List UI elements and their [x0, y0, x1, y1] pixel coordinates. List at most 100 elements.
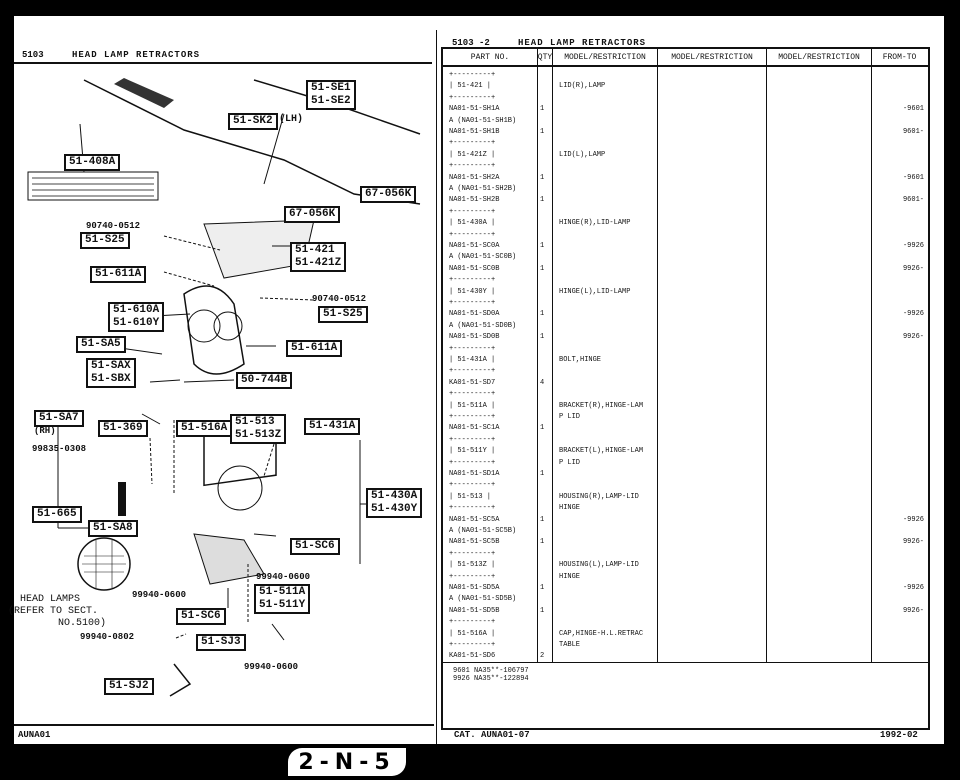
- cell-t: NA01-51-SC5A: [449, 515, 500, 524]
- cell-t: | 51-430A |: [449, 219, 496, 228]
- catalog-sheet: [14, 16, 944, 744]
- cell-qty: 2: [540, 652, 545, 661]
- cell-t: NA01-51-SH1A: [449, 105, 500, 114]
- right-footer-left: CAT. AUNA01-07: [454, 730, 530, 740]
- cell-ft: 9601-: [902, 128, 924, 136]
- cell-desc: HOUSING(R),LAMP-LID: [559, 492, 639, 501]
- cell-desc: LID(L),LAMP: [559, 150, 606, 159]
- housing-ring-left: [187, 309, 221, 343]
- cell-qty: 1: [540, 538, 545, 547]
- callout-99940-0600-b: 99940-0600: [132, 590, 187, 600]
- col-rule: [657, 65, 658, 662]
- cell-desc: HINGE: [559, 504, 581, 513]
- cell-t: A (NA01-51-SH1B): [449, 116, 517, 125]
- left-footer: AUNA01: [18, 730, 51, 740]
- cell-qty: 1: [540, 333, 545, 342]
- cell-t: +---------+: [449, 162, 496, 171]
- exploded-parts-diagram: [27, 78, 421, 697]
- ref-51-SE1-SE2: 51-SE1 51-SE2: [306, 80, 356, 110]
- cell-qty: 1: [540, 470, 545, 478]
- col-from-to: FROM-TO: [882, 52, 917, 62]
- cell-qty: 4: [540, 378, 545, 387]
- col-model-3: MODEL/RESTRICTION: [767, 49, 872, 65]
- left-header-rule: [14, 62, 432, 64]
- cell-t: NA01-51-SH2B: [449, 196, 500, 205]
- cell-qty: 1: [540, 128, 545, 136]
- warning-label-plate: [27, 171, 159, 201]
- cell-desc: HINGE: [559, 572, 581, 581]
- cell-ft: -9926: [902, 242, 924, 250]
- lower-bracket-outline: [169, 663, 192, 697]
- cell-t: +---------+: [449, 299, 496, 307]
- col-rule: [871, 65, 872, 662]
- cell-t: +---------+: [449, 276, 496, 285]
- cell-t: A (NA01-51-SH2B): [449, 185, 517, 193]
- cell-t: NA01-51-SD5A: [449, 584, 500, 592]
- col-rule: [766, 65, 767, 662]
- cell-t: KA01-51-SD7: [449, 378, 496, 387]
- cell-t: +---------+: [449, 207, 496, 216]
- ref-51-513-513Z: 51-513 51-513Z: [230, 414, 287, 444]
- ref-51-SA5: 51-SA5: [76, 336, 126, 353]
- cell-ft: 9926-: [902, 606, 924, 615]
- cell-t: | 51-513 |: [449, 492, 492, 501]
- left-footer-rule: [14, 724, 434, 726]
- cell-t: A (NA01-51-SD5B): [449, 595, 517, 604]
- callout-90740-0512-b: 90740-0512: [312, 294, 367, 304]
- ref-51-SC6-a: 51-SC6: [290, 538, 340, 555]
- cell-desc: P LID: [559, 458, 581, 467]
- cell-t: +---------+: [449, 549, 496, 558]
- ref-51-SAX-SBX: 51-SAX 51-SBX: [86, 358, 136, 388]
- cell-t: +---------+: [449, 641, 496, 649]
- col-model-2: MODEL/RESTRICTION: [658, 49, 767, 65]
- cell-t: A (NA01-51-SD0B): [449, 321, 517, 330]
- parts-table: PART NO. QTY MODEL/RESTRICTION MODEL/RES…: [441, 47, 930, 730]
- right-footer-right: 1992-02: [880, 730, 918, 740]
- ref-51-610A-610Y: 51-610A 51-610Y: [108, 302, 165, 332]
- ref-51-516A: 51-516A: [176, 420, 233, 437]
- col-model-1: MODEL/RESTRICTION: [553, 49, 658, 65]
- cell-t: +---------+: [449, 367, 496, 376]
- cell-t: +---------+: [449, 390, 496, 399]
- ref-51-S25-a: 51-S25: [80, 232, 130, 249]
- cell-t: +---------+: [449, 481, 496, 490]
- bracket-ring: [217, 465, 263, 511]
- col-rule: [537, 65, 538, 662]
- page-badge: 2-N-5: [288, 748, 406, 776]
- ref-67-056K-b: 67-056K: [284, 206, 341, 223]
- cell-t: NA01-51-SH2A: [449, 173, 500, 182]
- lamp-housing: [183, 285, 245, 375]
- cell-t: NA01-51-SC1A: [449, 424, 500, 433]
- cell-ft: -9601: [902, 173, 924, 182]
- cell-qty: 1: [540, 264, 545, 273]
- cell-t: +---------+: [449, 344, 496, 353]
- right-page-code: 5103 -2: [452, 38, 490, 48]
- cell-qty: 1: [540, 584, 545, 592]
- callout-lh: (LH): [279, 114, 304, 125]
- cell-desc: HINGE(L),LID-LAMP: [559, 287, 631, 296]
- callout-refer-section: (REFER TO SECT.: [8, 606, 99, 617]
- cell-desc: BRACKET(L),HINGE-LAM: [559, 447, 644, 456]
- callout-99940-0802: 99940-0802: [80, 632, 135, 642]
- ref-51-SJ3: 51-SJ3: [196, 634, 246, 651]
- cell-qty: 1: [540, 242, 545, 250]
- ref-67-056K-a: 67-056K: [360, 186, 417, 203]
- cell-qty: 1: [540, 515, 545, 524]
- cell-t: +---------+: [449, 71, 496, 79]
- ref-51-431A: 51-431A: [304, 418, 361, 435]
- col-rule: [552, 65, 553, 662]
- leader-lines: [57, 113, 374, 641]
- cell-ft: 9926-: [902, 264, 924, 273]
- ref-51-369: 51-369: [98, 420, 148, 437]
- cell-t: KA01-51-SD6: [449, 652, 496, 661]
- cell-t: +---------+: [449, 413, 496, 421]
- callout-refer-no: NO.5100): [58, 618, 107, 629]
- ref-51-SA8: 51-SA8: [88, 520, 138, 537]
- footnote-rule: [443, 662, 928, 663]
- cell-t: A (NA01-51-SC0B): [449, 253, 517, 262]
- cell-t: +---------+: [449, 618, 496, 627]
- ref-51-611A-a: 51-611A: [90, 266, 147, 283]
- cell-desc: TABLE: [559, 641, 581, 649]
- left-page-code: 5103: [22, 50, 44, 60]
- cell-t: NA01-51-SC0A: [449, 242, 500, 250]
